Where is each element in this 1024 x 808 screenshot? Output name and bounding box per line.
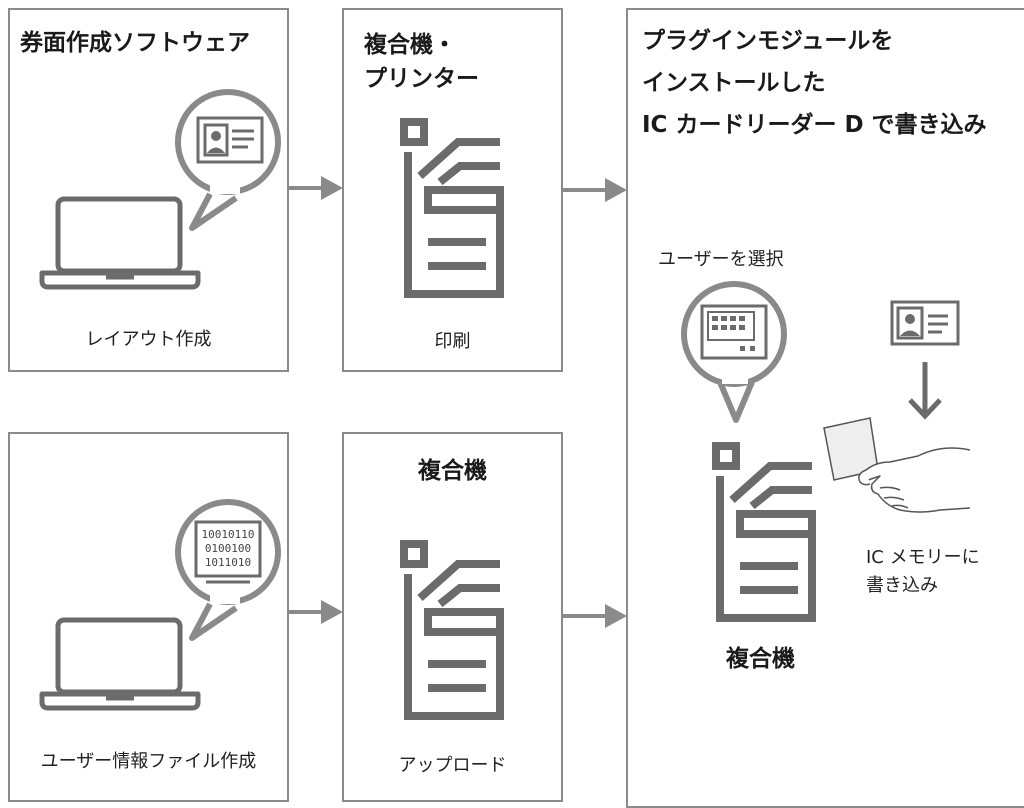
ic-card-in-hand [823,417,971,513]
printer-title-line1: 複合機・ [364,32,456,58]
layout-creation-caption: レイアウト作成 [85,329,212,350]
id-card-icon [196,116,264,164]
laptop-icon [39,617,201,711]
panel-title-line2: インストールした [642,70,826,96]
speech-bubble-touch-panel [681,281,787,423]
ic-reader-panel: プラグインモジュールを インストールした IC カードリーダー D で書き込み … [626,8,1024,808]
print-caption: 印刷 [434,331,471,352]
speech-bubble-id-card [175,89,281,231]
laptop-icon [39,196,201,290]
multifunction-printer-icon [400,540,504,720]
binary-line-3: 1011010 [205,556,251,569]
arrow-right-icon [563,178,627,202]
arrow-right-icon [563,604,627,628]
binary-line-1: 10010110 [202,528,255,541]
user-info-file-caption: ユーザー情報ファイル作成 [40,751,257,772]
software-box-top: 券面作成ソフトウェア レイアウト作成 [8,8,289,372]
ic-memory-write-line2: 書き込み [866,575,938,596]
multifunction-printer-icon [712,442,816,622]
upload-caption: アップロード [398,755,507,776]
right-mfp-label: 複合機 [726,646,795,672]
binary-data-icon: 10010110 0100100 1011010 [194,520,262,584]
arrow-right-icon [289,600,343,624]
touch-panel-icon [700,304,768,360]
panel-title-line1: プラグインモジュールを [642,28,894,54]
printer-box-top: 複合機・ プリンター 印刷 [342,8,563,372]
down-arrow-icon [908,362,942,420]
software-box-bottom: 10010110 0100100 1011010 ユーザー情報ファイル作成 [8,432,289,802]
printer-title-line2: プリンター [364,66,479,92]
panel-title-line3: IC カードリーダー D で書き込み [642,112,987,138]
software-title: 券面作成ソフトウェア [20,30,250,56]
multifunction-printer-icon [400,118,504,298]
hand-icon [858,447,971,513]
mfp-box-bottom: 複合機 アップロード [342,432,563,802]
binary-line-2: 0100100 [205,542,251,555]
select-user-label: ユーザーを選択 [658,249,784,270]
id-card-icon [890,300,960,346]
mfp-title: 複合機 [418,458,487,484]
ic-memory-write-line1: IC メモリーに [866,547,980,568]
speech-bubble-binary: 10010110 0100100 1011010 [175,499,281,641]
arrow-right-icon [289,176,343,200]
